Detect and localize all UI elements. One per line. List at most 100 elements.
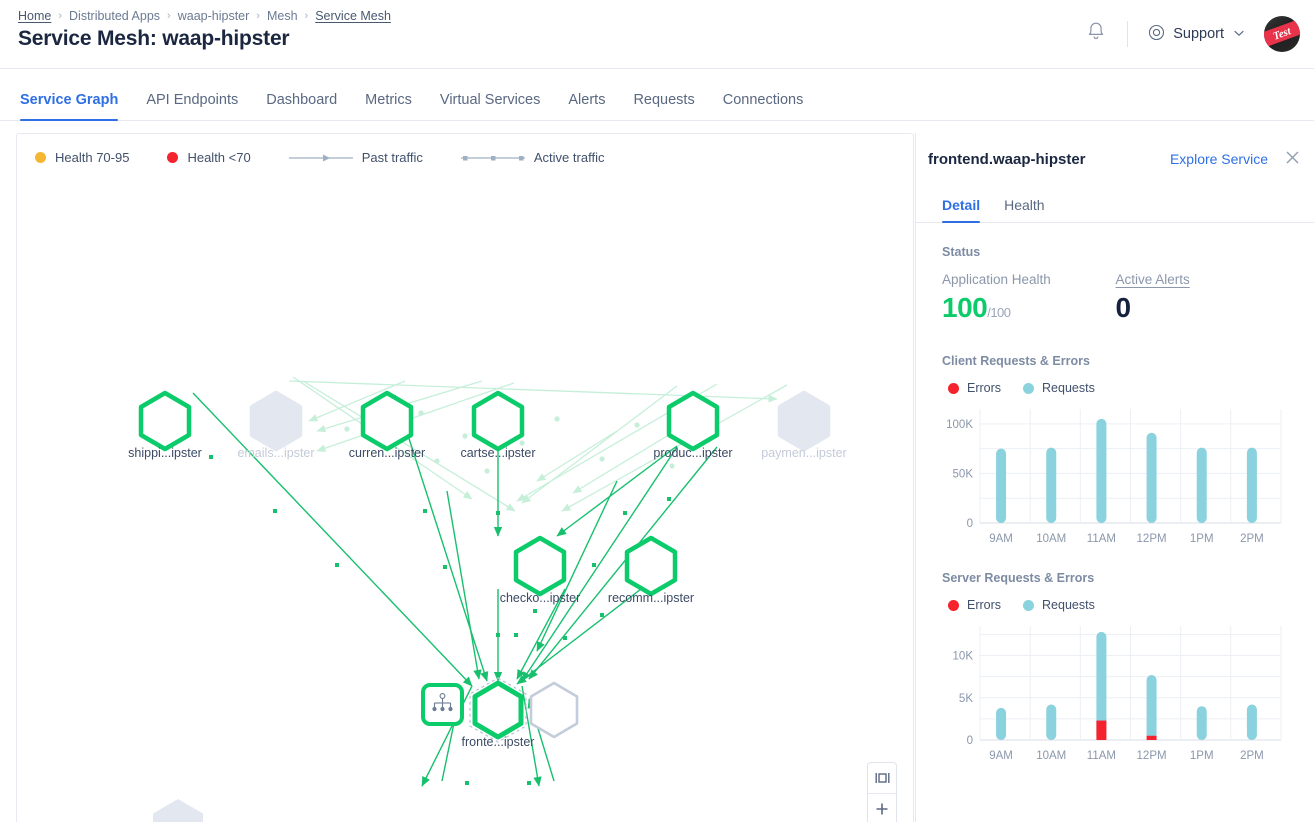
breadcrumb-separator: › <box>58 10 63 22</box>
chart-bar[interactable] <box>1096 418 1107 523</box>
service-detail-panel: frontend.waap-hipster Explore Service De… <box>915 133 1314 822</box>
detail-tab-detail[interactable]: Detail <box>942 197 992 223</box>
notification-bell-button[interactable] <box>1075 13 1117 55</box>
graph-node-label-cartservice: cartse...ipster <box>460 446 536 460</box>
zoom-in-button[interactable] <box>868 793 896 822</box>
support-menu[interactable]: Support <box>1142 18 1250 51</box>
x-tick-label: 1PM <box>1190 750 1214 762</box>
x-tick-label: 9AM <box>989 533 1013 545</box>
explore-service-link[interactable]: Explore Service <box>1169 151 1268 167</box>
graph-node-loadgenerator[interactable] <box>529 681 579 739</box>
tab-api-endpoints[interactable]: API Endpoints <box>146 92 239 108</box>
graph-node-cartservice[interactable] <box>471 390 525 452</box>
graph-node-checkoutservice[interactable] <box>513 535 567 597</box>
application-health-value: 100/100 <box>942 292 1116 324</box>
chart-legend-label: Errors <box>967 598 1002 612</box>
tab-connections[interactable]: Connections <box>722 92 804 108</box>
chart-bar[interactable] <box>1196 447 1207 523</box>
x-tick-label: 10AM <box>1036 750 1066 762</box>
application-health-metric: Application Health 100/100 <box>942 272 1116 324</box>
avatar[interactable]: Test <box>1264 16 1300 52</box>
graph-node-currencyservice[interactable] <box>360 390 414 452</box>
breadcrumb-item-home[interactable]: Home <box>18 9 52 23</box>
graph-node-shipping[interactable] <box>138 390 192 452</box>
chart-bar[interactable] <box>1046 704 1057 740</box>
chevron-down-icon <box>1234 28 1244 40</box>
status-row: Application Health 100/100 Active Alerts… <box>942 272 1289 324</box>
service-graph-canvas[interactable]: shippi...ipster emails...ipster curren..… <box>17 181 913 822</box>
breadcrumb-item-mesh[interactable]: Mesh <box>266 9 298 23</box>
application-health-number: 100 <box>942 292 988 323</box>
breadcrumb-separator: › <box>167 10 171 22</box>
y-tick-label: 0 <box>967 518 973 530</box>
graph-node-frontend-selection <box>469 677 527 743</box>
breadcrumb-item-waap-hipster[interactable]: waap-hipster <box>177 9 250 23</box>
close-icon[interactable] <box>1284 149 1301 170</box>
legend-item-active-traffic: Active traffic <box>460 150 604 165</box>
detail-panel-tabs: Detail Health <box>916 185 1314 223</box>
graph-node-extra[interactable] <box>153 799 203 822</box>
page-title: Service Mesh: waap-hipster <box>18 27 290 50</box>
chart-legend-label: Requests <box>1042 381 1095 395</box>
chart-legend-dot-icon <box>1023 382 1035 394</box>
chart-legend-errors[interactable]: Errors <box>948 598 1001 612</box>
breadcrumb-item-service-mesh[interactable]: Service Mesh <box>315 9 391 23</box>
graph-node-paymentservice[interactable] <box>777 390 831 452</box>
chart-bar[interactable] <box>996 448 1007 523</box>
chart-legend-requests[interactable]: Requests <box>1023 381 1095 395</box>
plus-icon <box>876 803 888 814</box>
graph-zoom-controls <box>867 762 897 822</box>
chart-legend-requests[interactable]: Requests <box>1023 598 1095 612</box>
chart-bar[interactable] <box>1046 447 1057 523</box>
status-section-title: Status <box>942 245 981 259</box>
breadcrumb-separator: › <box>256 10 260 22</box>
server-chart-legend: Errors Requests <box>948 598 1289 612</box>
fit-to-screen-button[interactable] <box>868 763 896 793</box>
hierarchy-icon <box>432 693 453 712</box>
graph-node-emailservice[interactable] <box>249 390 303 452</box>
y-tick-label: 0 <box>967 735 973 747</box>
active-alerts-label[interactable]: Active Alerts <box>1115 272 1190 287</box>
chart-bar[interactable] <box>1196 706 1207 740</box>
detail-panel-header: frontend.waap-hipster Explore Service <box>916 133 1314 185</box>
tab-virtual-services[interactable]: Virtual Services <box>439 92 541 108</box>
chart-legend-dot-icon <box>948 599 959 611</box>
x-tick-label: 1PM <box>1190 533 1214 545</box>
breadcrumb-item-distributed-apps[interactable]: Distributed Apps <box>69 9 161 23</box>
chart-bar[interactable] <box>1146 674 1157 740</box>
header-actions: Support Test <box>1075 0 1300 68</box>
tab-service-graph[interactable]: Service Graph <box>18 92 132 121</box>
client-section-title: Client Requests & Errors <box>942 354 1090 368</box>
x-tick-label: 9AM <box>989 750 1013 762</box>
graph-node-productcatalogservice[interactable] <box>666 390 720 452</box>
legend-item-past-traffic: Past traffic <box>288 150 423 165</box>
tab-requests[interactable]: Requests <box>633 92 695 108</box>
chart-bar[interactable] <box>1246 704 1257 740</box>
chart-bar[interactable] <box>1096 631 1107 740</box>
detail-tab-health[interactable]: Health <box>1004 197 1045 213</box>
x-tick-label: 11AM <box>1087 533 1116 545</box>
avatar-label: Test <box>1271 25 1293 43</box>
legend-label: Health <70 <box>187 150 251 165</box>
x-tick-label: 10AM <box>1036 533 1066 545</box>
tab-dashboard[interactable]: Dashboard <box>266 92 338 108</box>
chart-bar[interactable] <box>1146 432 1157 523</box>
tab-alerts[interactable]: Alerts <box>568 92 606 108</box>
chart-legend-errors[interactable]: Errors <box>948 381 1001 395</box>
client-chart-legend: Errors Requests <box>948 381 1289 395</box>
graph-node-recommendationservice[interactable] <box>624 535 678 597</box>
graph-node-label-frontend: fronte...ipster <box>461 735 535 749</box>
support-label: Support <box>1173 26 1224 42</box>
y-tick-label: 50K <box>953 468 974 480</box>
chart-legend-label: Requests <box>1042 598 1095 612</box>
graph-node-frontend[interactable] <box>472 680 524 740</box>
chart-bar[interactable] <box>1246 447 1257 523</box>
legend-label: Health 70-95 <box>55 150 130 165</box>
chart-bar[interactable] <box>996 707 1007 740</box>
legend-dot-icon <box>167 152 179 163</box>
tab-metrics[interactable]: Metrics <box>365 92 412 108</box>
